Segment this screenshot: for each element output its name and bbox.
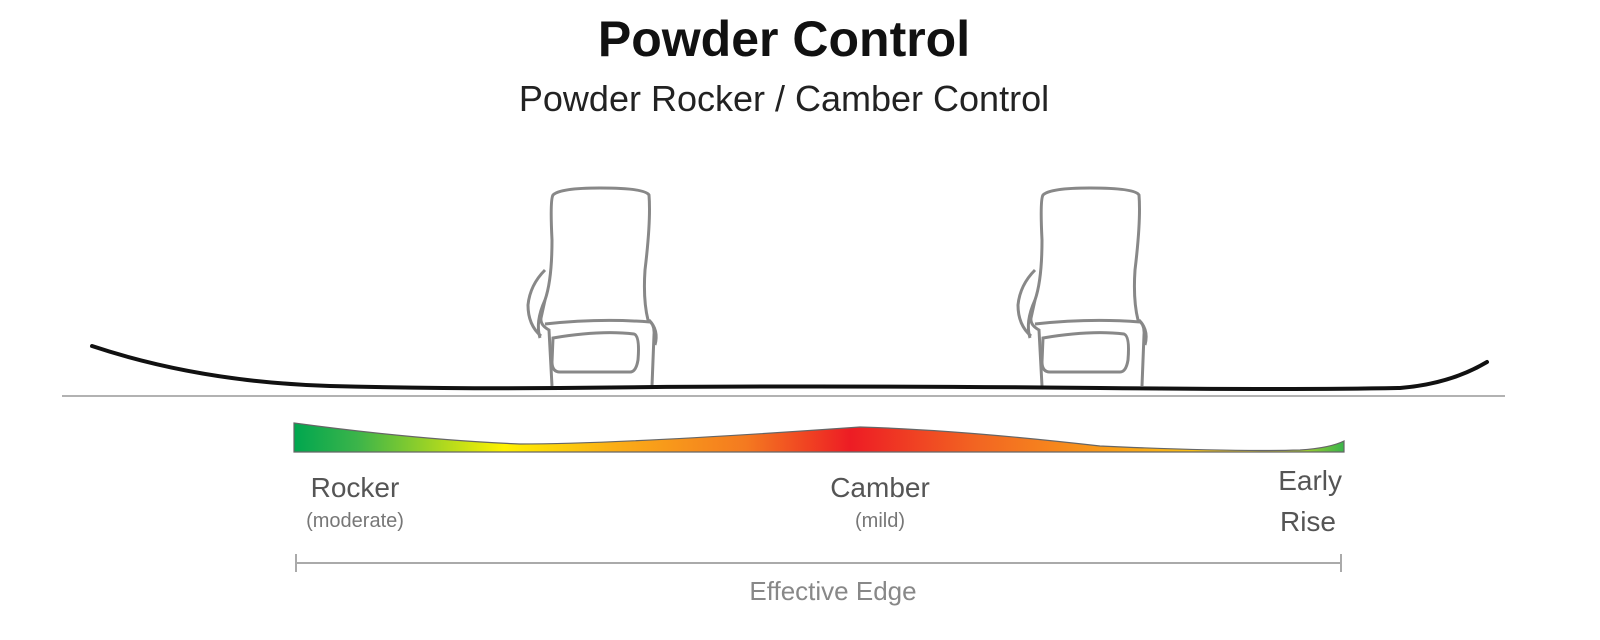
rocker-detail: (moderate) xyxy=(306,510,404,532)
effective-edge-bracket xyxy=(295,554,1342,572)
rear-binding xyxy=(1016,186,1148,388)
front-binding xyxy=(526,186,658,388)
rocker-label: Rocker xyxy=(310,472,400,503)
profile-gradient-bar xyxy=(293,422,1345,453)
camber-detail: (mild) xyxy=(855,510,905,532)
early-rise-label-line2: Rise xyxy=(1279,506,1336,537)
early-rise-label-line1: Early xyxy=(1278,465,1342,496)
page-title: Powder Control xyxy=(597,11,971,67)
snowboard-profile xyxy=(90,344,1489,391)
effective-edge-label: Effective Edge xyxy=(749,576,917,606)
page-subtitle: Powder Rocker / Camber Control xyxy=(518,78,1050,119)
camber-label: Camber xyxy=(830,472,930,503)
